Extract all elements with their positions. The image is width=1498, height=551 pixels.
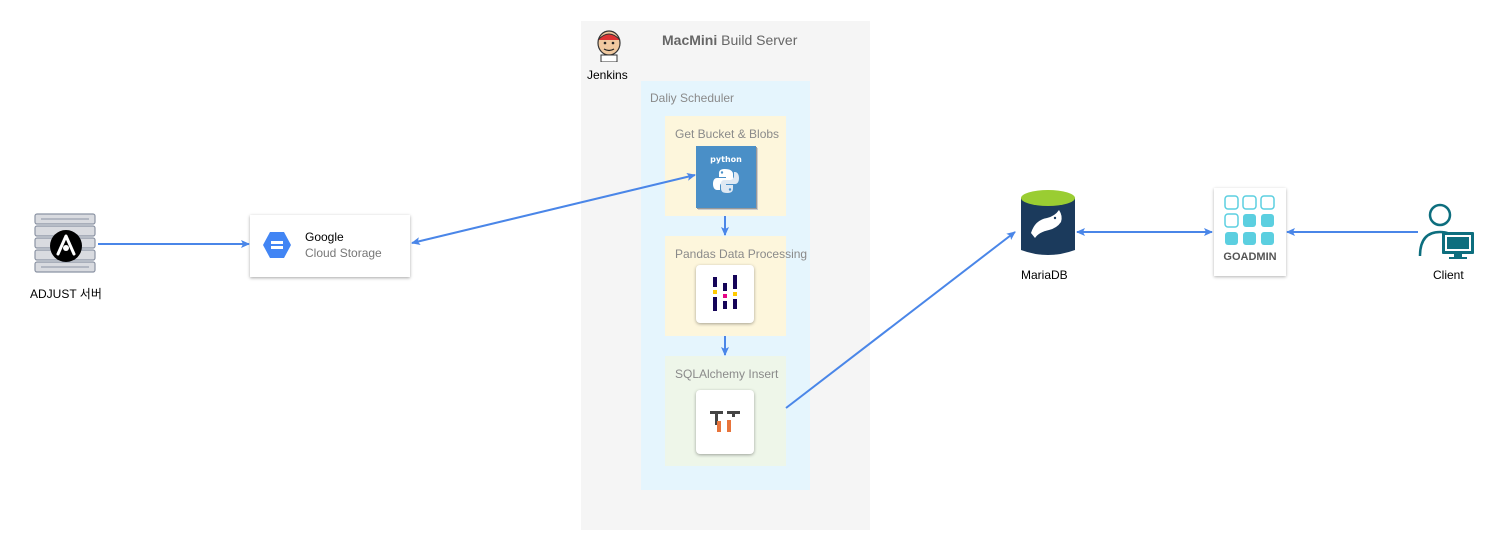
gcs-line2: Cloud Storage bbox=[305, 246, 382, 260]
adjust-server-icon bbox=[34, 213, 96, 273]
arrow-sqlalchemy-to-mariadb bbox=[785, 231, 1016, 409]
goadmin-grid-icon bbox=[1224, 195, 1275, 245]
cloud-storage-icon bbox=[263, 232, 291, 258]
pandas-logo-icon bbox=[713, 275, 737, 311]
python-icon: python bbox=[696, 146, 756, 208]
arrow-gcs-python bbox=[411, 172, 696, 246]
adjust-server-label: ADJUST 서버 bbox=[30, 287, 102, 301]
sqlalchemy-logo-icon bbox=[710, 411, 740, 432]
client-label: Client bbox=[1433, 268, 1464, 282]
scheduler-label: Daliy Scheduler bbox=[650, 91, 735, 105]
google-cloud-storage-card: Google Cloud Storage bbox=[250, 215, 410, 277]
pandas-icon bbox=[696, 265, 754, 323]
jenkins-icon bbox=[597, 30, 621, 62]
build-server-title: MacMini Build Server bbox=[662, 32, 798, 48]
python-icon-text: python bbox=[710, 155, 742, 164]
jenkins-label: Jenkins bbox=[587, 68, 628, 82]
goadmin-card: GOADMIN bbox=[1214, 188, 1286, 276]
goadmin-label: GOADMIN bbox=[1223, 251, 1277, 263]
mariadb-icon bbox=[1021, 190, 1075, 255]
stage-sqlalchemy-label: SQLAlchemy Insert bbox=[675, 367, 779, 381]
stage-pandas-label: Pandas Data Processing bbox=[675, 247, 808, 261]
mariadb-label: MariaDB bbox=[1021, 268, 1068, 282]
stage-get-bucket-label: Get Bucket & Blobs bbox=[675, 127, 780, 141]
gcs-line1: Google bbox=[305, 230, 344, 244]
python-logo-icon bbox=[713, 169, 739, 193]
sqlalchemy-icon bbox=[696, 390, 754, 454]
client-user-icon bbox=[1418, 203, 1474, 259]
